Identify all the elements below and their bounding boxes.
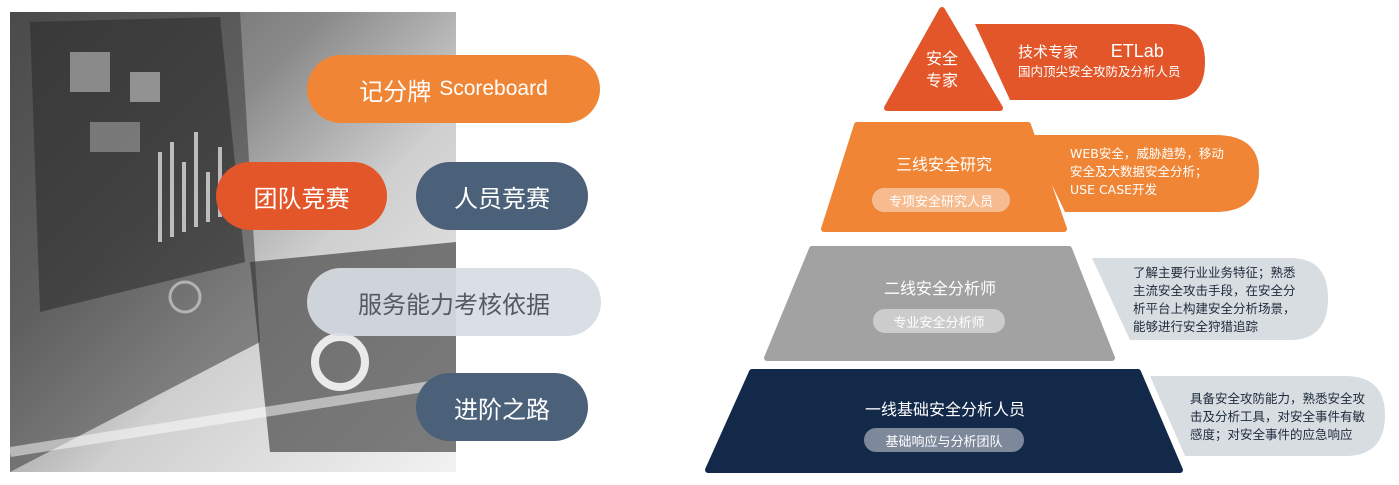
tier3-note: 了解主要行业业务特征；熟悉 主流安全攻击手段，在安全分 析平台上构建安全分析场景… (1133, 264, 1296, 336)
tier2-note-line: 安全及大数据安全分析； (1070, 164, 1208, 179)
tier2-title: 三线安全研究 (895, 155, 992, 174)
tier4-note-line: 感度；对安全事件的应急响应 (1190, 427, 1353, 442)
tier1-note-title: 技术专家 (1018, 43, 1079, 61)
tier3-note-line: 析平台上构建安全分析场景， (1133, 301, 1296, 316)
tier3-note-line: 主流安全攻击手段，在安全分 (1133, 283, 1296, 298)
tier2-note-line: USE CASE开发 (1070, 182, 1158, 197)
tier2-block (821, 122, 1067, 232)
person-match-pill: 人员竞赛 (416, 162, 588, 230)
screen-wall-illustration (10, 12, 456, 472)
tier4-title: 一线基础安全分析人员 (864, 400, 1025, 419)
tier1-title-line1: 安全 (925, 49, 958, 68)
tier2-note: WEB安全，威胁趋势，移动 安全及大数据安全分析； USE CASE开发 (1070, 145, 1224, 199)
tier1-block (884, 7, 1003, 111)
person-match-label: 人员竞赛 (454, 184, 550, 213)
tier2-tag: 专项安全研究人员 (872, 188, 1010, 212)
tier1-note-brand: ETLab (1110, 41, 1164, 61)
tier3-note-line: 了解主要行业业务特征；熟悉 (1133, 265, 1296, 280)
assessment-label: 服务能力考核依据 (358, 290, 550, 319)
tier1-callout (975, 24, 1205, 100)
team-match-label: 团队竞赛 (253, 184, 350, 213)
tier4-note-line: 具备安全攻防能力，熟悉安全攻 (1190, 391, 1366, 406)
tier1-title: 安全 专家 (912, 48, 972, 92)
tier2-callout (1028, 135, 1259, 212)
tier3-note-line: 能够进行安全狩猎追踪 (1133, 319, 1259, 334)
tier3-tag: 专业安全分析师 (873, 309, 1005, 333)
tier1-note: 技术专家 ETLab 国内顶尖安全攻防及分析人员 (1018, 40, 1181, 81)
assessment-pill: 服务能力考核依据 (307, 268, 601, 336)
tier4-note: 具备安全攻防能力，熟悉安全攻 击及分析工具，对安全事件有敏 感度；对安全事件的应… (1190, 390, 1365, 444)
tier1-title-line2: 专家 (925, 71, 958, 90)
tier4-note-line: 击及分析工具，对安全事件有敏 (1190, 409, 1366, 424)
tier4-block (705, 369, 1183, 473)
scoreboard-label: 记分牌 (359, 77, 432, 106)
tier1-note-line: 国内顶尖安全攻防及分析人员 (1018, 64, 1181, 79)
advance-pill: 进阶之路 (416, 373, 588, 441)
team-match-pill: 团队竞赛 (216, 162, 387, 230)
tier3-callout (1092, 258, 1328, 340)
tier3-title: 二线安全分析师 (883, 279, 996, 298)
scoreboard-pill: 记分牌 Scoreboard (307, 55, 600, 123)
tier2-note-line: WEB安全，威胁趋势，移动 (1070, 146, 1224, 161)
scoreboard-english: Scoreboard (439, 77, 548, 100)
tier4-tag: 基础响应与分析团队 (864, 428, 1024, 452)
advance-label: 进阶之路 (454, 395, 550, 424)
tier4-callout (1150, 376, 1385, 456)
tier3-block (764, 246, 1115, 361)
